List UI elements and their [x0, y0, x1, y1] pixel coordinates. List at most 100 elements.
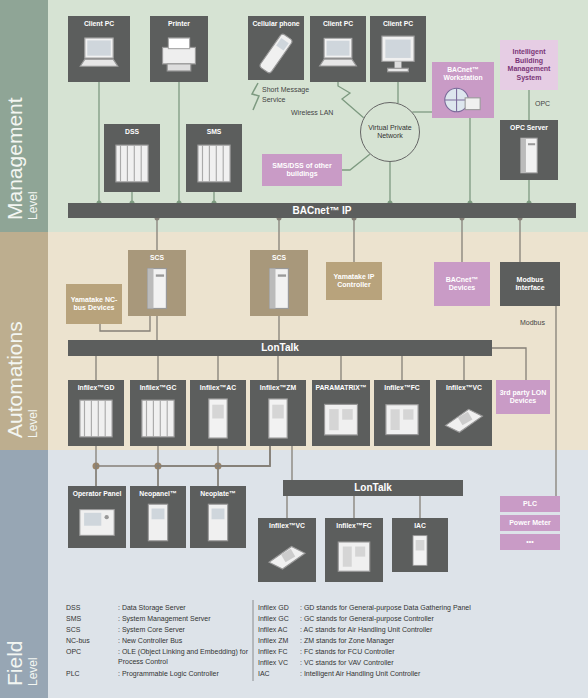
glossary-cell: : VC stands for VAV Controller — [300, 658, 582, 668]
level-label: AutomationsLevel — [0, 232, 48, 450]
box-fill — [250, 380, 306, 446]
box-fill — [374, 380, 430, 446]
device-box: SMS — [186, 124, 242, 192]
controller-icon — [413, 536, 427, 566]
box-label: BACnet™ Devices — [437, 276, 487, 293]
panel-icon — [80, 510, 114, 536]
connector-line — [338, 82, 364, 118]
connector-line — [419, 496, 420, 518]
connector-line — [217, 356, 218, 380]
level-band: FieldLevelLonTalkOperator PanelNeopanel™… — [0, 450, 588, 698]
device-box: Infilex™GD — [68, 380, 124, 446]
external-box: 3rd party LON Devices — [496, 380, 550, 414]
box-fill — [150, 16, 208, 82]
box-fill — [68, 16, 130, 82]
connector-line — [340, 356, 341, 380]
glossary-cell: : Intelligent Air Handling Unit Controll… — [300, 669, 582, 679]
monitor-icon — [382, 36, 414, 72]
glossary-cell: : Programmable Logic Controller — [118, 669, 250, 679]
box-fill — [258, 518, 316, 582]
level-name: Level — [26, 450, 40, 686]
glossary-cell: Infilex AC — [258, 625, 300, 635]
connector-line — [286, 496, 287, 518]
box-fill — [370, 16, 426, 82]
connector-line — [389, 162, 390, 203]
connector-line — [401, 356, 402, 380]
box-label: LonTalk — [354, 482, 392, 494]
glossary-cell: : System Management Server — [118, 614, 250, 624]
box-label: IAC — [394, 520, 446, 533]
connector-line — [98, 82, 99, 203]
device-box: IAC — [392, 518, 448, 572]
box-label: Client PC — [70, 18, 128, 31]
device-box: Client PC — [310, 16, 366, 82]
connector-line — [342, 154, 370, 170]
box-label: Neopanel™ — [132, 488, 184, 501]
glossary-cell: : ZM stands for Zone Manager — [300, 636, 582, 646]
vav-icon — [269, 547, 305, 570]
device-box: SCS — [128, 250, 186, 316]
interface-box: Modbus Interface — [500, 262, 560, 306]
box-label: BACnet™ Workstation — [434, 64, 492, 85]
box-fill — [128, 250, 186, 316]
link-label: OPC — [534, 99, 551, 108]
panel-icon — [148, 504, 167, 541]
phone-icon — [259, 33, 293, 74]
workstation-icon — [445, 88, 480, 112]
glossary-cell: Infilex VC — [258, 658, 300, 668]
controller-icon — [338, 542, 370, 571]
level-band: AutomationsLevelSCSSCSYamatake IP Contro… — [0, 232, 588, 450]
box-fill — [130, 486, 186, 548]
external-box: ••• — [500, 534, 560, 550]
connector-line — [469, 118, 470, 203]
controller-icon — [269, 399, 287, 438]
connector-line — [95, 356, 96, 380]
vav-icon — [446, 409, 483, 432]
box-label: Power Meter — [509, 519, 551, 528]
glossary-cell: Infilex ZM — [258, 636, 300, 646]
level-ground — [0, 450, 588, 698]
connector-line — [492, 348, 526, 380]
external-box: BACnet™ Devices — [434, 262, 490, 306]
box-fill — [186, 124, 242, 192]
external-box: SMS/DSS of other buildings — [262, 154, 342, 186]
device-box: Client PC — [370, 16, 426, 82]
level-strip — [0, 450, 48, 698]
device-box: Infilex™AC — [190, 380, 246, 446]
box-label: Infilex™GC — [132, 382, 184, 395]
server-icon — [148, 269, 167, 309]
connectors — [96, 82, 556, 518]
connector-line — [461, 218, 462, 262]
glossary-cell: : AC stands for Air Handling Unit Contro… — [300, 625, 582, 635]
rack-icon — [198, 145, 230, 182]
connector-line — [463, 356, 464, 380]
glossary-cell: : GD stands for General-purpose Data Gat… — [300, 603, 582, 613]
glossary-cell: SCS — [66, 625, 116, 635]
glossary-cell: : New Controller Bus — [118, 636, 250, 646]
level-name: Level — [26, 0, 40, 220]
server-icon — [270, 269, 289, 309]
device-box: Infilex™FC — [325, 518, 383, 582]
glossary-cell: DSS — [66, 603, 116, 613]
box-fill — [392, 518, 448, 572]
device-box: PARAMATRIX™ — [312, 380, 370, 446]
external-box: PLC — [500, 496, 560, 512]
server-icon — [521, 138, 537, 173]
connector-line — [96, 446, 270, 486]
device-box: Client PC — [68, 16, 130, 82]
level-name: Level — [26, 232, 40, 438]
glossary-cell: PLC — [66, 669, 116, 679]
rack-icon — [116, 145, 148, 182]
glossary-cell: : Data Storage Server — [118, 603, 250, 613]
box-label: Cellular phone — [250, 18, 302, 31]
workstation-box: BACnet™ Workstation — [432, 62, 494, 118]
box-label: Neoplate™ — [192, 488, 244, 501]
controller-icon — [325, 404, 358, 435]
box-label: Printer — [152, 18, 206, 31]
box-fill — [325, 518, 383, 582]
box-label: SMS — [188, 126, 240, 139]
box-label: SCS — [252, 252, 306, 265]
box-fill — [250, 250, 308, 316]
glossary-cell: : GC stands for General-purpose Controll… — [300, 614, 582, 624]
level-ground — [0, 0, 588, 232]
